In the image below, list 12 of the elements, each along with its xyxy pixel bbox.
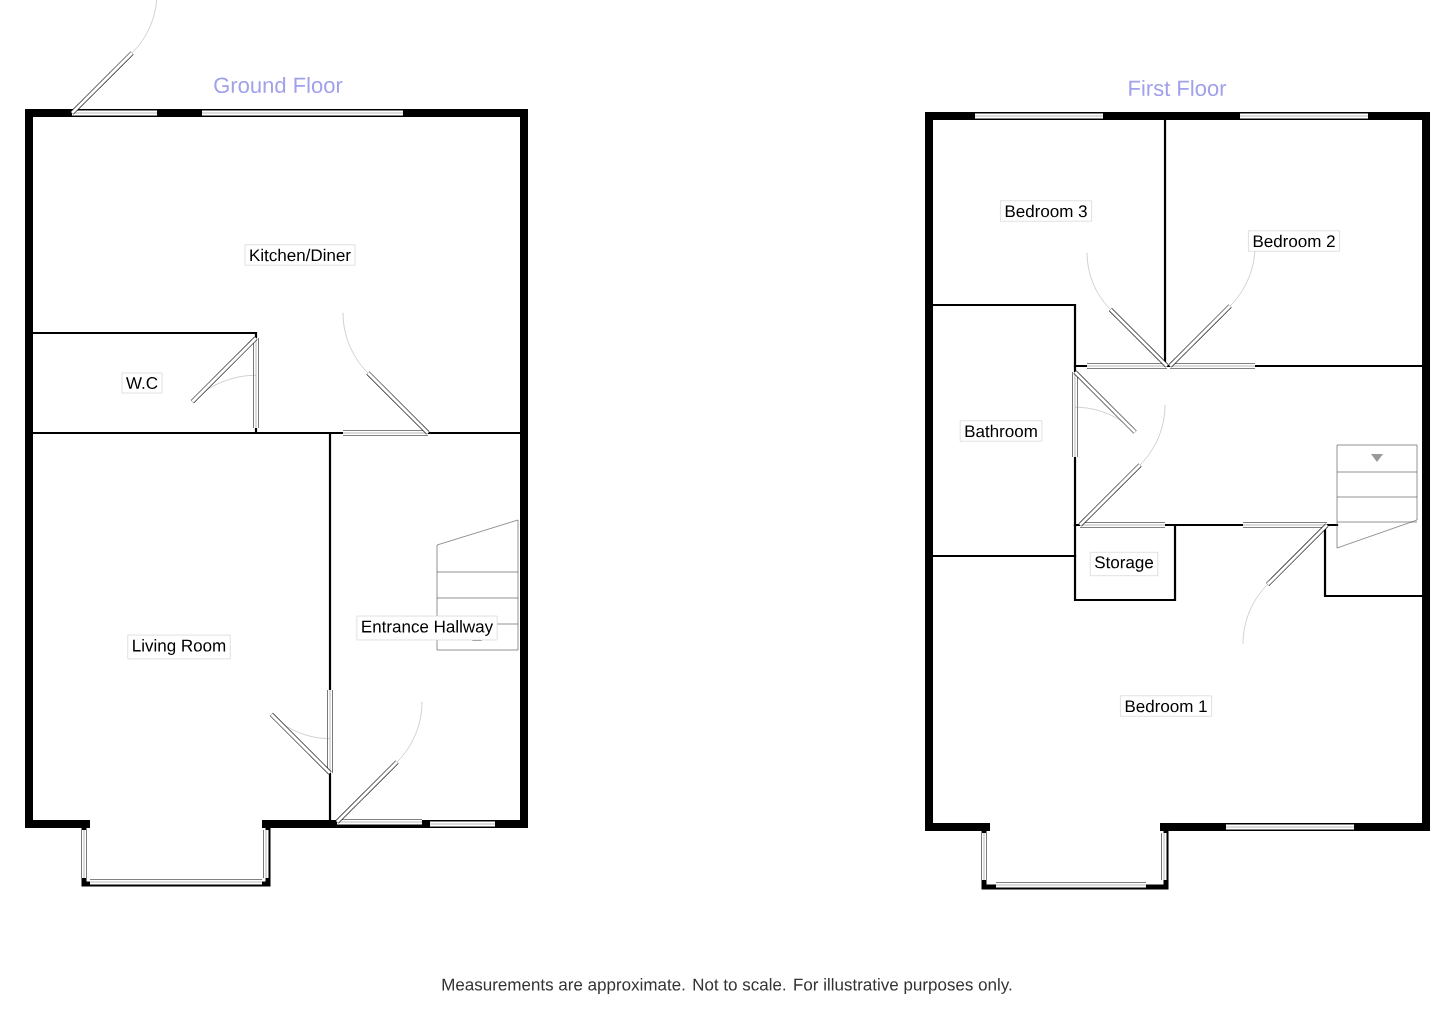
room-label: Bedroom 2 [1248,230,1340,252]
room-label: Bedroom 1 [1120,695,1212,717]
room-label: Bedroom 3 [1000,200,1092,222]
floor-heading: First Floor [1129,79,1227,97]
room-label: W.C [121,372,163,394]
disclaimer-text: Measurements are approximate. Not to scale. For illustrative purposes only. [442,978,1012,994]
room-label: Living Room [127,634,231,660]
room-label: Bathroom [959,420,1043,442]
room-label: Entrance Hallway [356,615,498,641]
floor-heading: Ground Floor [214,76,343,94]
room-label: Kitchen/Diner [244,244,356,266]
room-label: Storage [1089,552,1159,576]
